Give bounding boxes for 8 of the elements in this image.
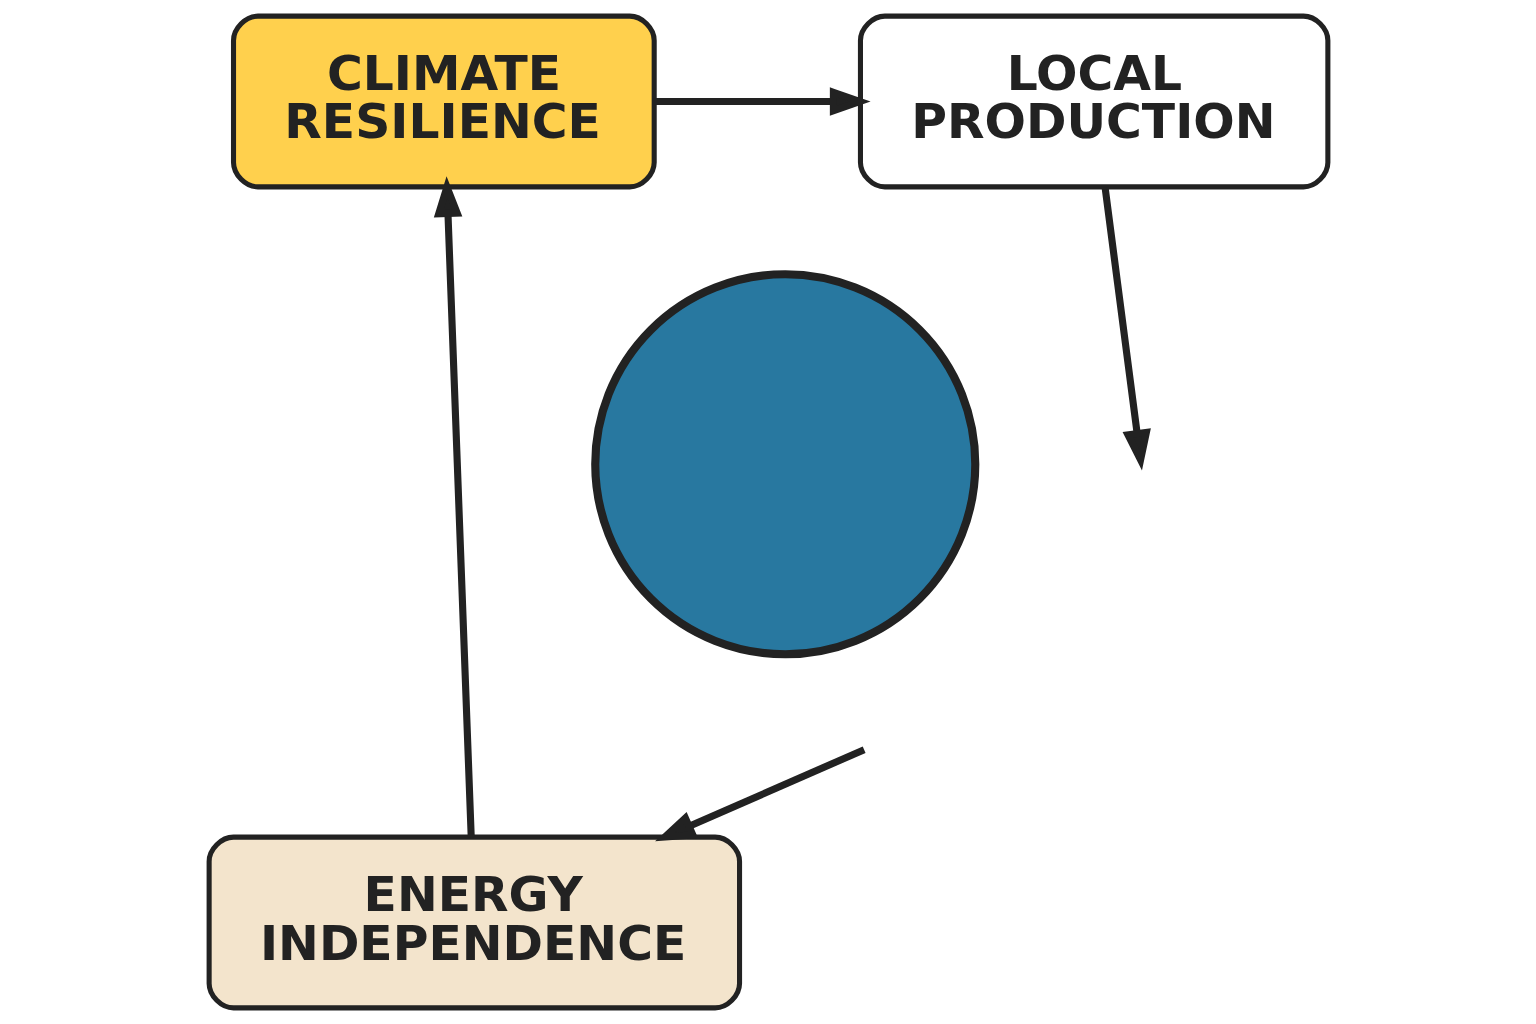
arrow xyxy=(654,746,866,842)
arrow xyxy=(654,87,871,116)
node-box: CLIMATE RESILIENCE xyxy=(230,13,657,190)
node-box: LOCAL PRODUCTION xyxy=(857,13,1330,190)
node-box: ENERGY INDEPENDENCE xyxy=(206,834,742,1011)
arrow xyxy=(1101,187,1151,471)
arrow xyxy=(433,176,475,838)
node-circle xyxy=(590,270,979,659)
